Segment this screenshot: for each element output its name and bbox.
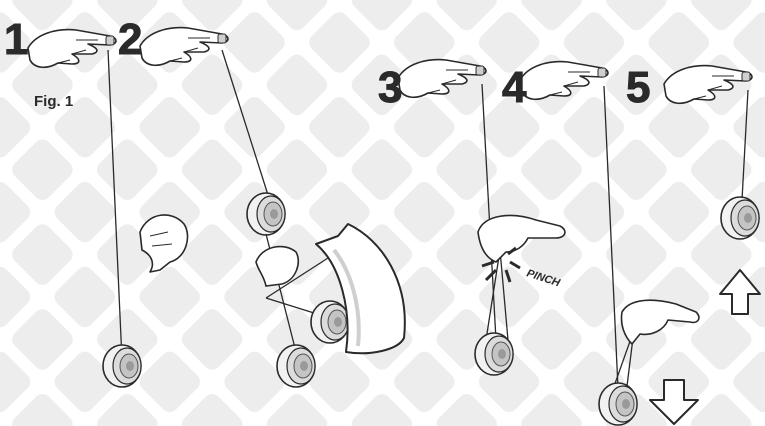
yoyo-icon <box>247 193 285 235</box>
step-5-number: 5 <box>626 66 649 110</box>
yoyo-icon <box>103 345 141 387</box>
yoyo-icon <box>599 383 637 425</box>
step-2-number: 2 <box>118 18 141 62</box>
yoyo-icon <box>277 345 315 387</box>
step-1-number: 1 <box>4 18 27 62</box>
yoyo-icon <box>311 301 349 343</box>
step-4-number: 4 <box>502 66 525 110</box>
step-3-number: 3 <box>378 66 401 110</box>
yoyo-icon <box>721 197 759 239</box>
yoyo-icon <box>475 333 513 375</box>
figure-label: Fig. 1 <box>34 93 73 110</box>
